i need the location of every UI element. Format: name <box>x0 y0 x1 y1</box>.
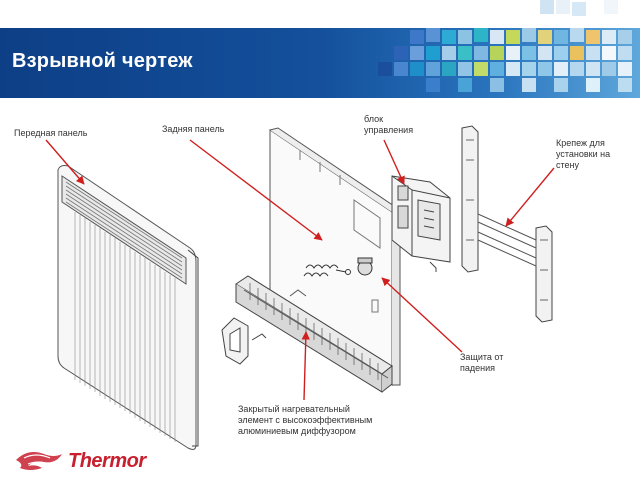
arrow-fall-protection <box>381 277 463 353</box>
arrow-control-block <box>383 139 405 185</box>
arrow-back-panel <box>189 139 323 241</box>
slide-title: Взрывной чертеж <box>12 50 193 72</box>
slide-header: Взрывной чертеж <box>0 0 640 98</box>
thermor-logo-mark <box>16 452 62 470</box>
label-control-block: блок управления <box>364 114 414 135</box>
clip-part-drawing <box>221 317 267 365</box>
front-panel-drawing <box>57 165 199 450</box>
arrow-heating-element <box>301 331 310 401</box>
label-heating-element: Закрытый нагревательный элемент с высоко… <box>238 404 373 436</box>
callout-arrows <box>45 139 555 401</box>
label-fall-protection: Защита от падения <box>460 352 504 373</box>
spring-parts-drawing <box>303 257 373 277</box>
arrow-wall-mount <box>505 167 555 227</box>
control-block-drawing <box>391 175 451 272</box>
label-front-panel: Передная панель <box>14 128 88 138</box>
exploded-diagram <box>45 125 555 450</box>
label-back-panel: Задняя панель <box>162 124 225 134</box>
wall-mount-drawing <box>461 125 553 323</box>
logo-text: Thermor <box>68 450 146 472</box>
header-mosaic <box>378 0 632 92</box>
label-wall-mount: Крепеж для установки на стену <box>556 138 611 170</box>
arrow-front-panel <box>45 139 85 185</box>
